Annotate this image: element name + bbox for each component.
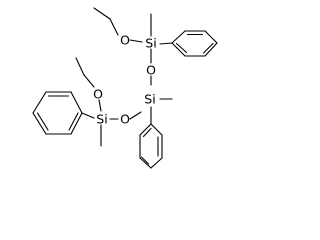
atom-si-top: Si (145, 36, 156, 51)
atom-o-bridge-top: O (146, 63, 156, 78)
atom-si-center: Si (144, 92, 155, 107)
atom-si-left: Si (96, 112, 107, 127)
atom-o-ethoxy-left: O (93, 87, 103, 102)
phenyl-ring-top (171, 30, 218, 57)
bond-ethyl-left-ch2-o (83, 74, 95, 88)
atom-o-ethoxy-top: O (120, 33, 130, 48)
bond-o-si-left (98, 99, 102, 112)
bond-si-top-phenyl (159, 42, 173, 45)
phenyl-ring-bottom (139, 123, 163, 169)
bonds (32, 7, 218, 169)
phenyl-ring-left (32, 91, 83, 135)
bond-ethyl-left-ch3 (75, 57, 85, 76)
bond-ethyl-top-ch3 (93, 7, 111, 20)
atom-labels: O Si O O Si O Si (93, 33, 157, 127)
bond-si-left-phenyl (81, 112, 95, 119)
bond-o-bridge-si-center-left (129, 111, 142, 120)
atom-o-bridge-left: O (120, 112, 130, 127)
bond-ethyl-top-ch2-o (109, 18, 119, 36)
molecule-diagram: O Si O O Si O Si (32, 7, 218, 169)
bond-o-si-top (129, 39, 143, 43)
